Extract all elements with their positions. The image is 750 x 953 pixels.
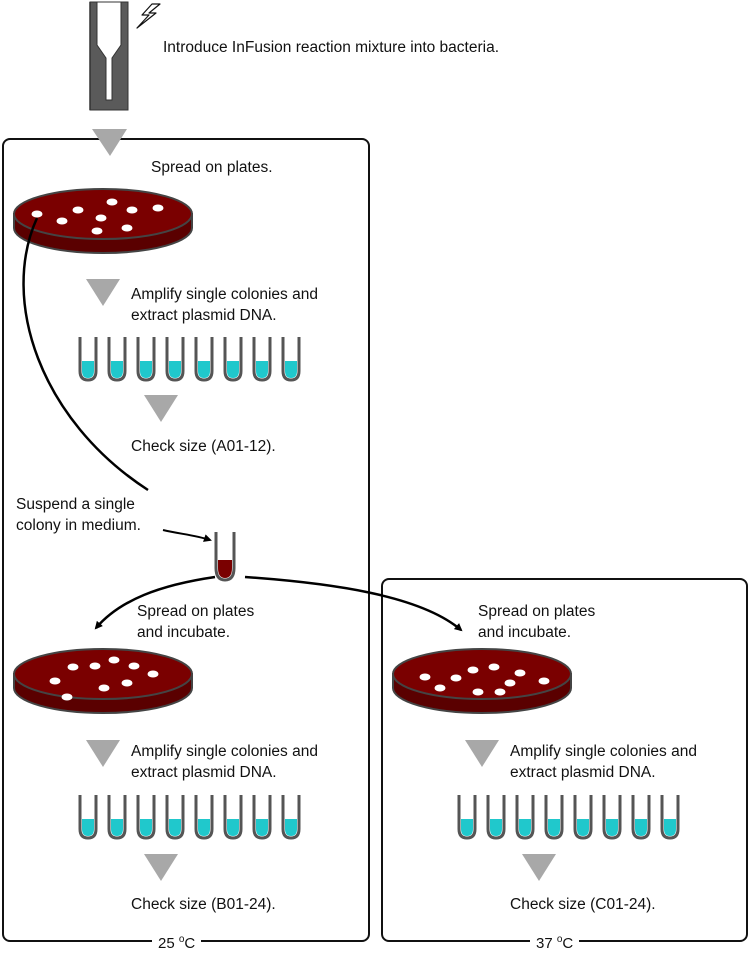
suspension-tube bbox=[214, 532, 236, 582]
colony bbox=[472, 688, 484, 696]
spread-incubate-left-line1: Spread on plates bbox=[137, 603, 255, 620]
pcr-tube-icon bbox=[194, 337, 214, 382]
colony bbox=[126, 206, 138, 214]
pcr-tube-icon bbox=[107, 795, 127, 840]
pcr-tube-icon bbox=[136, 795, 156, 840]
pcr-tube-icon bbox=[660, 795, 680, 840]
amplify-b-line1: Amplify single colonies and bbox=[131, 743, 318, 760]
plate-initial bbox=[13, 188, 193, 254]
lightning-bolt-icon bbox=[136, 3, 161, 29]
tube-row-b bbox=[78, 795, 301, 840]
pcr-tube-icon bbox=[165, 337, 185, 382]
colony bbox=[98, 684, 110, 692]
step-arrow-2 bbox=[86, 279, 120, 306]
step-arrow-7 bbox=[522, 854, 556, 881]
colony bbox=[419, 673, 431, 681]
pcr-tube-icon bbox=[165, 795, 185, 840]
tube-row-a bbox=[78, 337, 301, 382]
introduce-label: Introduce InFusion reaction mixture into… bbox=[163, 39, 500, 56]
pcr-tube-icon bbox=[602, 795, 622, 840]
colony bbox=[128, 662, 140, 670]
colony bbox=[31, 210, 43, 218]
pcr-tube-icon bbox=[457, 795, 477, 840]
colony bbox=[434, 684, 446, 692]
colony bbox=[108, 656, 120, 664]
pcr-tube-icon bbox=[281, 795, 301, 840]
colony bbox=[514, 669, 526, 677]
spread-on-plates-label: Spread on plates. bbox=[151, 159, 273, 176]
colony bbox=[67, 663, 79, 671]
tube-row-c bbox=[457, 795, 680, 840]
check-size-c-label: Check size (C01-24). bbox=[510, 896, 656, 913]
spread-incubate-right-line2: and incubate. bbox=[478, 624, 572, 641]
pcr-tube-icon bbox=[223, 337, 243, 382]
colony bbox=[72, 206, 84, 214]
panel-25c bbox=[2, 138, 370, 942]
suspend-line1: Suspend a single bbox=[16, 496, 135, 513]
check-size-b-label: Check size (B01-24). bbox=[131, 896, 276, 913]
colony bbox=[488, 663, 500, 671]
plate-37c bbox=[392, 648, 572, 714]
colony bbox=[121, 224, 133, 232]
colony bbox=[538, 677, 550, 685]
colony bbox=[121, 679, 133, 687]
spread-incubate-left-line2: and incubate. bbox=[137, 624, 231, 641]
step-arrow-1 bbox=[92, 129, 127, 156]
pcr-tube-icon bbox=[515, 795, 535, 840]
colony bbox=[56, 217, 68, 225]
colony bbox=[91, 227, 103, 235]
check-size-a-label: Check size (A01-12). bbox=[131, 438, 276, 455]
pcr-tube-icon bbox=[78, 795, 98, 840]
step-arrow-4 bbox=[86, 740, 120, 767]
pcr-tube-icon bbox=[252, 337, 272, 382]
amplify-b-line2: extract plasmid DNA. bbox=[131, 764, 277, 781]
pcr-tube-icon bbox=[281, 337, 301, 382]
pcr-tube-icon bbox=[136, 337, 156, 382]
pcr-tube-icon bbox=[107, 337, 127, 382]
colony bbox=[494, 688, 506, 696]
step-arrow-5 bbox=[144, 854, 178, 881]
amplify-c-line2: extract plasmid DNA. bbox=[510, 764, 656, 781]
pcr-tube-icon bbox=[573, 795, 593, 840]
pcr-tube-icon bbox=[252, 795, 272, 840]
amplify-c-line1: Amplify single colonies and bbox=[510, 743, 697, 760]
plate-25c bbox=[13, 648, 193, 714]
colony bbox=[467, 666, 479, 674]
spread-right-arrow bbox=[244, 575, 463, 632]
pcr-tube-icon bbox=[631, 795, 651, 840]
amplify-a-line1: Amplify single colonies and bbox=[131, 286, 318, 303]
colony bbox=[61, 693, 73, 701]
colony bbox=[450, 674, 462, 682]
colony bbox=[95, 214, 107, 222]
spread-left-arrow bbox=[94, 575, 216, 630]
colony bbox=[89, 662, 101, 670]
colony-pick-arrow bbox=[22, 217, 149, 492]
pcr-tube-icon bbox=[78, 337, 98, 382]
to-tube-arrow bbox=[162, 529, 212, 542]
pcr-tube-icon bbox=[194, 795, 214, 840]
pcr-tube-icon bbox=[223, 795, 243, 840]
electroporation-cuvette-icon bbox=[89, 1, 129, 111]
step-arrow-6 bbox=[465, 740, 499, 767]
spread-incubate-right-line1: Spread on plates bbox=[478, 603, 596, 620]
pcr-tube-icon bbox=[544, 795, 564, 840]
suspend-line2: colony in medium. bbox=[16, 517, 141, 534]
colony bbox=[49, 677, 61, 685]
temperature-25c: 25 oC bbox=[152, 931, 202, 953]
colony bbox=[152, 204, 164, 212]
colony bbox=[106, 198, 118, 206]
temperature-37c: 37 oC bbox=[530, 931, 580, 953]
amplify-a-line2: extract plasmid DNA. bbox=[131, 307, 277, 324]
pcr-tube-icon bbox=[486, 795, 506, 840]
colony bbox=[504, 679, 516, 687]
colony bbox=[147, 670, 159, 678]
step-arrow-3 bbox=[144, 395, 178, 422]
